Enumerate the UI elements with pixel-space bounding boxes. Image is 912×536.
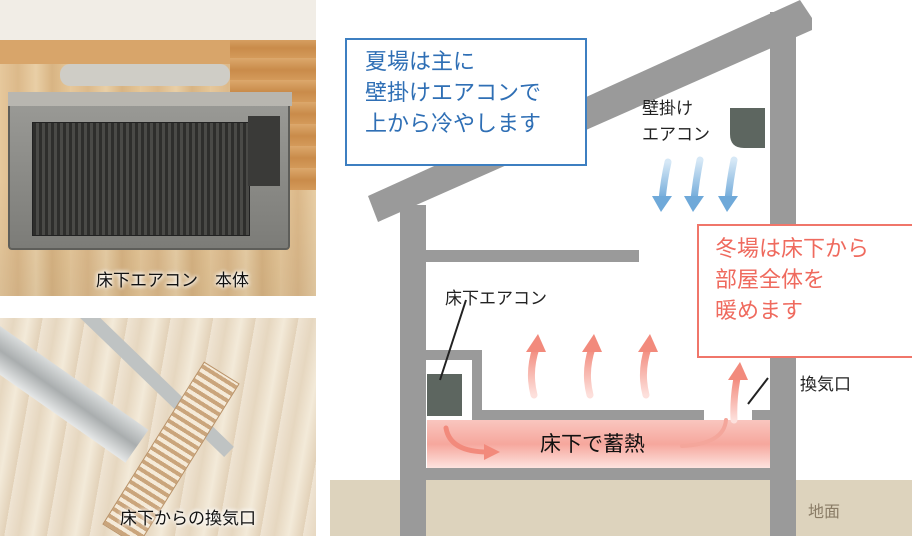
warm-arrow-4 xyxy=(730,374,741,424)
photo-top-caption: 床下エアコン 本体 xyxy=(96,271,249,291)
warm-arrow-head-4 xyxy=(728,362,748,380)
cool-arrow-1 xyxy=(658,158,672,204)
winter-heating-box: 冬場は床下から 部屋全体を 暖めます xyxy=(697,224,912,358)
left-wall xyxy=(400,205,426,536)
photo-bottom-caption: 床下からの換気口 xyxy=(120,509,256,529)
winter-line-3: 暖めます xyxy=(715,299,804,324)
wall-ac-label-line-2: エアコン xyxy=(642,125,710,145)
warm-arrow-2 xyxy=(583,344,596,399)
floor-slab-right xyxy=(752,410,770,420)
ground-band xyxy=(330,480,912,536)
cool-arrow-head-3 xyxy=(718,196,738,212)
floor-ac-leader-line xyxy=(439,299,467,381)
vent-leader-line xyxy=(747,377,769,405)
underfloor-flow-arrow-head xyxy=(484,444,500,460)
summer-cooling-box: 夏場は主に 壁掛けエアコンで 上から冷やします xyxy=(345,38,587,166)
cool-arrow-head-2 xyxy=(684,196,704,212)
floor-ac-label: 床下エアコン xyxy=(445,289,547,309)
warm-air-arrows xyxy=(527,344,741,424)
photo-ac-mechanism xyxy=(248,116,280,186)
warm-arrow-head-2 xyxy=(582,334,602,352)
cool-arrow-head-1 xyxy=(652,196,672,212)
warm-arrow-1 xyxy=(527,344,540,399)
wall-ac-label-line-1: 壁掛け xyxy=(642,99,693,119)
foundation xyxy=(400,468,796,480)
winter-line-2: 部屋全体を xyxy=(715,268,826,293)
photo-pipe xyxy=(60,64,230,86)
roof xyxy=(368,0,812,222)
warm-arrow-3 xyxy=(639,344,652,399)
interior-ledge xyxy=(426,250,639,262)
photo-ac-grille xyxy=(32,122,250,236)
summer-line-1: 夏場は主に xyxy=(365,50,476,75)
underfloor-return-line xyxy=(680,418,728,448)
floor-vent-photo: 床下からの換気口 xyxy=(0,318,316,536)
ground-label: 地面 xyxy=(808,502,841,521)
cool-arrow-2 xyxy=(690,156,704,204)
winter-line-1: 冬場は床下から xyxy=(715,237,870,262)
wall-ac-unit xyxy=(730,108,765,148)
floor-ac-unit-photo: 床下エアコン 本体 xyxy=(0,0,316,296)
warm-arrow-head-1 xyxy=(526,334,546,352)
cool-air-arrows xyxy=(658,156,738,204)
warm-arrow-head-3 xyxy=(638,334,658,352)
summer-line-3: 上から冷やします xyxy=(365,112,542,137)
floor-slab xyxy=(480,410,704,420)
underfloor-heat-band xyxy=(427,420,770,468)
floor-ac-enclosure-side xyxy=(472,350,482,420)
vent-label: 換気口 xyxy=(800,375,851,395)
summer-line-2: 壁掛けエアコンで xyxy=(365,81,542,106)
photo-ac-unit-top xyxy=(8,92,292,106)
underfloor-flow-arrow xyxy=(443,425,491,455)
photo-ac-unit xyxy=(8,92,292,250)
cool-arrow-3 xyxy=(724,156,738,204)
floor-ac-enclosure-top xyxy=(426,350,482,360)
floor-ac-unit xyxy=(427,374,462,416)
heat-storage-label: 床下で蓄熱 xyxy=(540,432,645,456)
